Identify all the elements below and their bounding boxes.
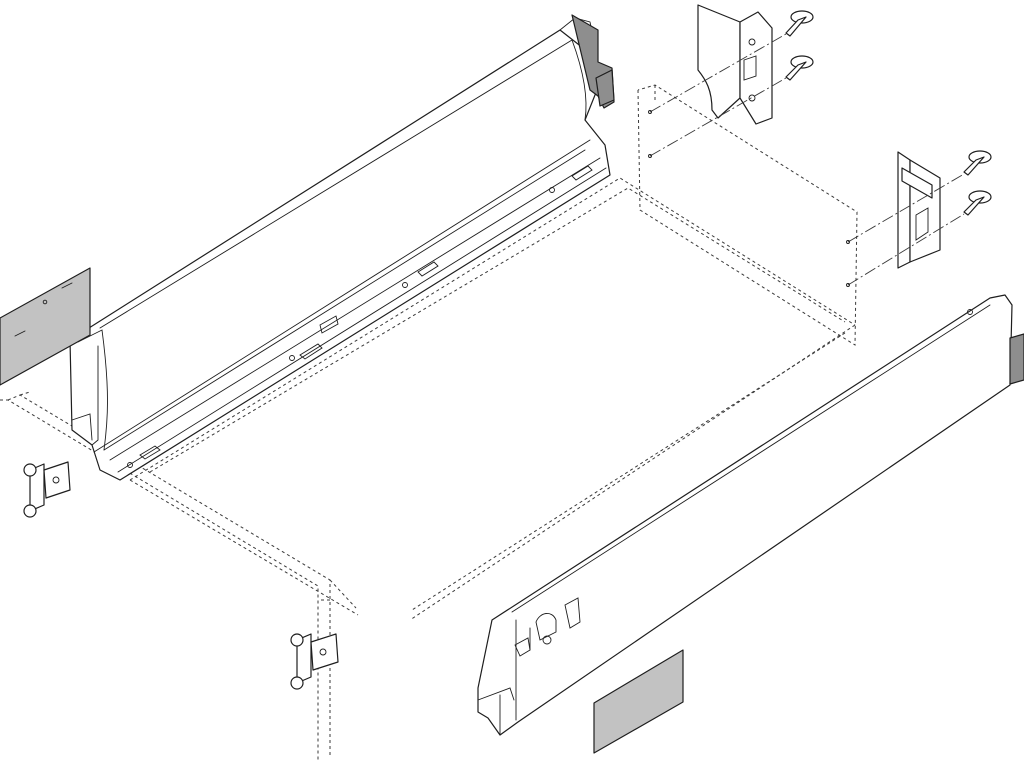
assembly-guide-lines <box>648 33 965 287</box>
screw-3 <box>963 150 992 176</box>
front-connector-lower <box>290 633 339 690</box>
back-panel-outline <box>637 84 858 346</box>
screw-4 <box>963 190 992 216</box>
front-panel-outline <box>0 391 357 762</box>
front-connector-upper <box>23 461 71 518</box>
right-drawer-side <box>477 294 1013 736</box>
left-side-rear-bracket <box>571 14 615 109</box>
drawer-bottom-outline <box>129 177 856 621</box>
rear-bracket-lower <box>897 151 941 269</box>
screw-1 <box>785 10 814 37</box>
right-side-rear-bracket <box>1009 333 1024 385</box>
rear-bracket-upper <box>697 4 773 125</box>
screw-2 <box>785 55 814 81</box>
right-cover-cap <box>593 649 684 754</box>
left-drawer-side <box>69 17 611 481</box>
left-cover-cap <box>0 267 91 386</box>
